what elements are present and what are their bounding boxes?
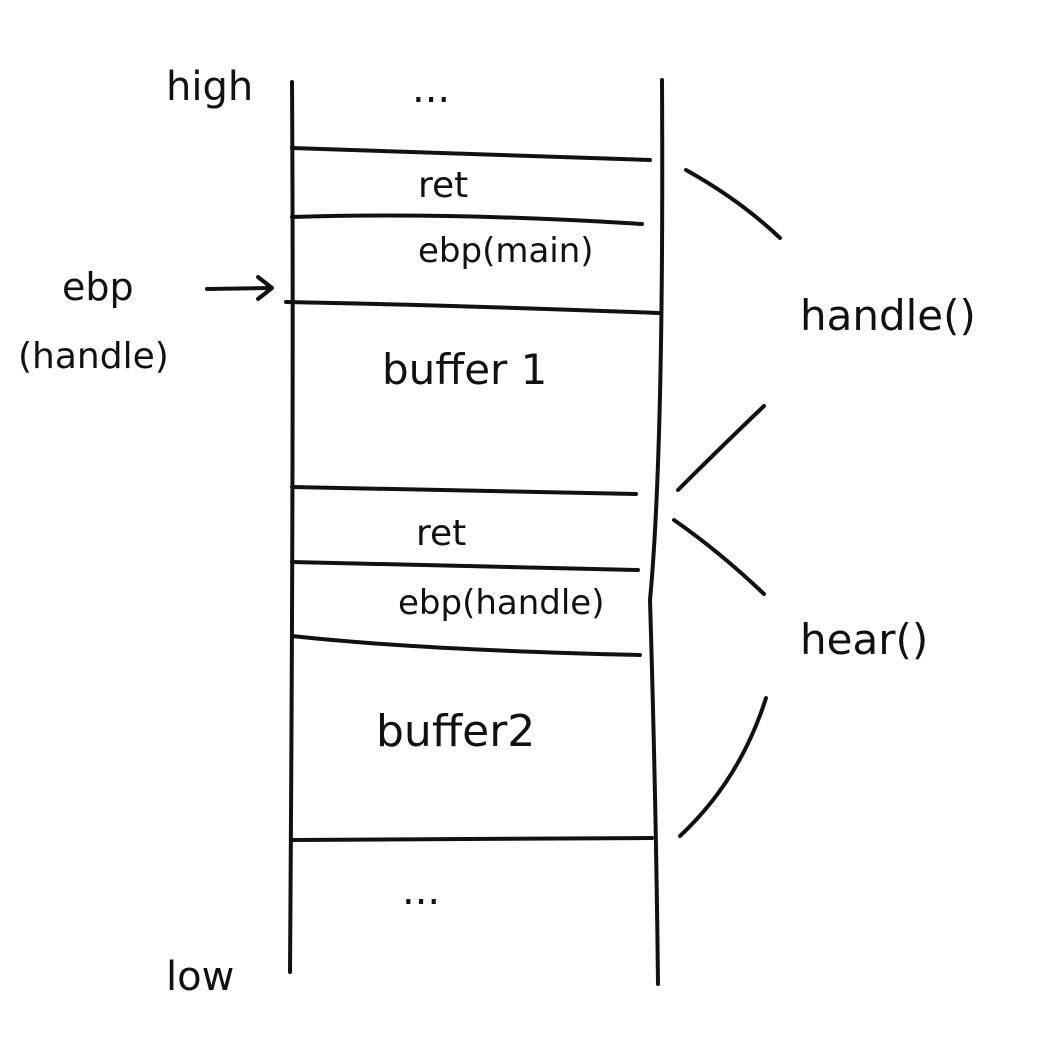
divider-ebpmain-buffer1 [284,300,660,315]
cell-ebp-main: ebp(main) [418,231,594,271]
ebp-pointer-arrow [205,275,274,301]
divider-bottom [290,836,654,842]
divider-ebphandle-buffer2 [290,634,642,657]
stack-right-wall [648,78,665,986]
stack-left-wall [288,80,295,974]
frame-label-hear: hear() [800,615,928,664]
cell-ret-1: ret [418,165,468,206]
handle-frame-brace [676,168,782,492]
cell-ret-2: ret [416,513,466,554]
divider-top [290,146,652,162]
high-label: high [166,64,253,110]
cell-ebp-handle: ebp(handle) [398,583,605,623]
divider-buffer1-ret2 [290,485,638,496]
bottom-ellipsis: ... [402,868,440,914]
low-label: low [166,954,234,1000]
ebp-pointer-sublabel: (handle) [18,336,169,377]
frame-label-handle: handle() [800,291,976,340]
cell-buffer-2: buffer2 [376,706,535,757]
divider-ret1-ebpmain [290,213,644,226]
ebp-pointer-label: ebp [62,265,134,309]
hear-frame-brace [672,518,768,838]
cell-buffer-1: buffer 1 [382,345,547,394]
top-ellipsis: ... [412,66,450,112]
divider-ret2-ebphandle [290,560,640,572]
